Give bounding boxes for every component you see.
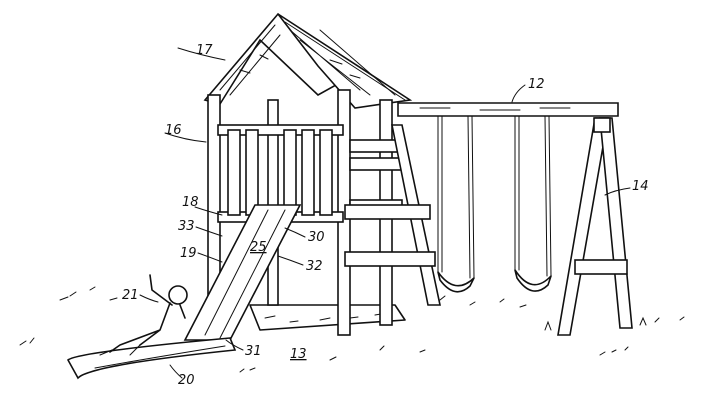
label-child: 21	[122, 288, 139, 303]
label-slide-edge: 33	[178, 219, 195, 234]
label-slide-25: 25	[250, 240, 267, 255]
child-figure	[99, 274, 188, 356]
slide	[66, 204, 302, 380]
a-frame	[557, 117, 633, 336]
label-beam: 12	[528, 77, 545, 92]
label-upper-deck: 16	[165, 123, 182, 138]
label-roof: 17	[196, 43, 213, 58]
label-a-frame: 14	[632, 179, 649, 194]
roof	[203, 12, 413, 109]
leader-lines	[139, 47, 631, 379]
label-slide-body: 19	[180, 246, 197, 261]
ladder	[344, 124, 441, 306]
label-slide-side: 32	[306, 259, 323, 274]
swing-beam	[397, 102, 619, 117]
label-post: 18	[182, 195, 199, 210]
label-ground: 13	[290, 347, 307, 362]
ground-grass	[19, 286, 685, 373]
label-slide-exit: 20	[178, 373, 195, 388]
swings	[437, 115, 552, 293]
label-slide-bottom: 31	[245, 344, 262, 359]
label-slide-top: 30	[308, 230, 325, 245]
